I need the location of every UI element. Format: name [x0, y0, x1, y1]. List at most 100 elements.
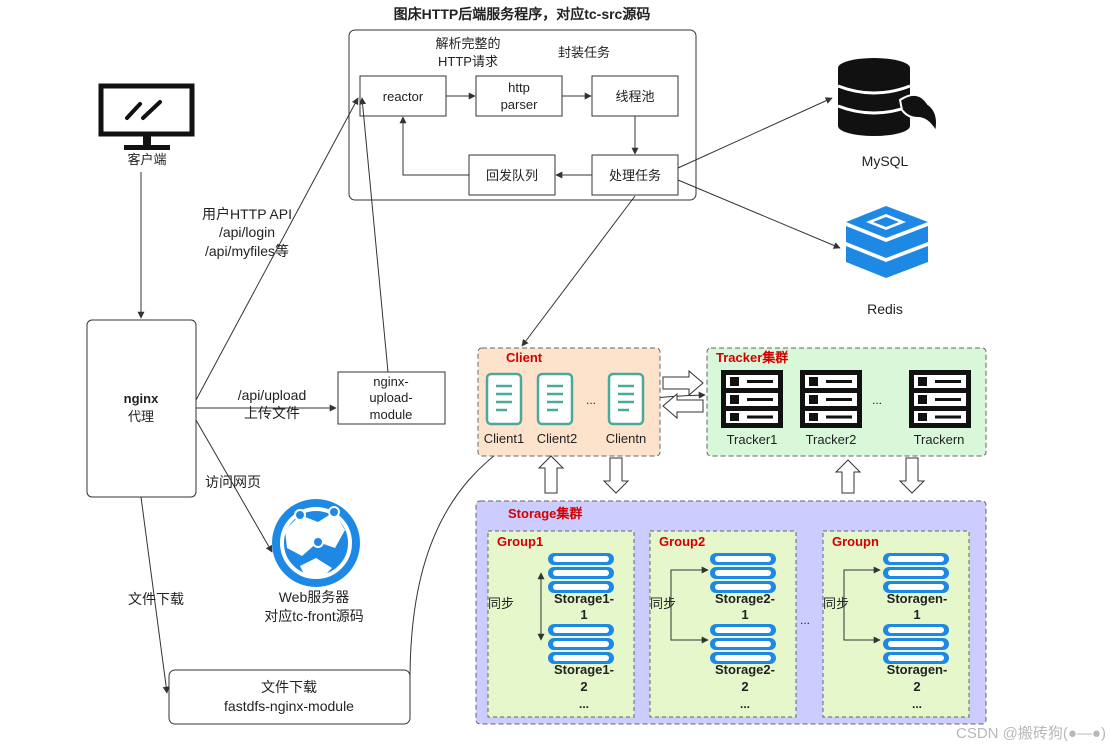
upload-label-line1: /api/upload — [238, 387, 307, 403]
arrow-reply-to-reactor — [399, 116, 469, 176]
arrow-nginx-to-web — [195, 419, 273, 553]
groupn-title: Groupn — [832, 534, 879, 549]
api-label-line2: /api/login — [219, 224, 275, 240]
storage1-1-db-icon — [548, 553, 614, 593]
upload-label-line2: 上传文件 — [244, 405, 300, 421]
download-box-line1: 文件下载 — [261, 679, 317, 695]
tracker1-label: Tracker1 — [727, 432, 778, 447]
arrow-tracker-to-storage — [898, 457, 926, 494]
group1-sync-label: 同步 — [488, 596, 514, 611]
api-label-line3: /api/myfiles等 — [205, 243, 289, 259]
clientn-server-icon — [607, 372, 645, 426]
upload-module-line3: module — [370, 407, 413, 422]
api-label-line1: 用户HTTP API — [202, 206, 292, 222]
arrow-upload-to-reactor — [359, 97, 389, 373]
http-parser-box — [475, 75, 563, 117]
arrow-nginx-to-reactor — [195, 97, 359, 401]
process-task-label: 处理任务 — [609, 168, 661, 183]
redis-label: Redis — [867, 301, 903, 317]
reactor-label: reactor — [383, 89, 424, 104]
storagen-2-db-icon — [883, 624, 949, 664]
group2-sync-label: 同步 — [650, 596, 676, 611]
reactor-box — [359, 75, 447, 117]
csdn-watermark: CSDN @搬砖狗(●—●) — [956, 725, 1106, 742]
group2-sync-bracket — [670, 569, 708, 641]
tracker2-label: Tracker2 — [806, 432, 857, 447]
storage2-1-db-icon — [710, 553, 776, 593]
web-server-label-line1: Web服务器 — [279, 589, 350, 605]
process-task-box — [591, 154, 679, 196]
client-cluster-ellipsis: ... — [586, 393, 596, 407]
storage1-2-label-a: Storage1- — [554, 662, 614, 677]
storage2-1-label-b: 1 — [741, 607, 748, 622]
storage2-2-label-a: Storage2- — [715, 662, 775, 677]
arrow-storage-to-tracker — [834, 459, 862, 494]
storage1-2-label-b: 2 — [580, 679, 587, 694]
group1-more: ... — [579, 697, 589, 711]
trackern-server-icon — [907, 368, 973, 430]
parse-label-line1: 解析完整的 — [435, 36, 500, 51]
arrow-storage-to-client — [537, 455, 565, 494]
client2-server-icon — [536, 372, 574, 426]
storage2-2-db-icon — [710, 624, 776, 664]
storagen-1-db-icon — [883, 553, 949, 593]
client-terminal-label: 客户端 — [127, 152, 166, 167]
client1-server-icon — [485, 372, 523, 426]
tracker2-server-icon — [798, 368, 864, 430]
upload-module-line2: upload- — [369, 390, 412, 405]
groupn-more: ... — [912, 697, 922, 711]
monitor-icon — [98, 83, 195, 150]
arrow-client-to-tracker — [662, 369, 704, 397]
storage2-1-label-a: Storage2- — [715, 591, 775, 606]
http-parser-label-line2: parser — [501, 97, 539, 112]
web-server-label-line2: 对应tc-front源码 — [264, 608, 364, 624]
arrow-client-to-storage — [602, 457, 630, 494]
client-cluster-title: Client — [506, 350, 543, 365]
group2-title: Group2 — [659, 534, 705, 549]
reply-queue-box — [468, 154, 556, 196]
nginx-name: nginx — [124, 391, 159, 406]
clientn-label: Clientn — [606, 431, 646, 446]
tracker1-server-icon — [719, 368, 785, 430]
group1-title: Group1 — [497, 534, 543, 549]
upload-module-line1: nginx- — [373, 374, 408, 389]
upload-module-box — [337, 371, 446, 425]
storage2-2-label-b: 2 — [741, 679, 748, 694]
parse-label-line2: HTTP请求 — [438, 54, 498, 69]
encapsulate-label: 封装任务 — [558, 45, 610, 60]
storage-groups-ellipsis: ... — [800, 613, 810, 627]
trackern-label: Trackern — [914, 432, 965, 447]
web-server-globe-icon — [272, 499, 360, 587]
tracker-cluster-ellipsis: ... — [872, 393, 882, 407]
thread-pool-label: 线程池 — [615, 89, 654, 104]
arrow-nginx-to-download — [140, 496, 170, 694]
client2-label: Client2 — [537, 431, 577, 446]
arrow-process-to-redis — [677, 179, 841, 249]
nginx-role: 代理 — [128, 409, 154, 424]
mysql-database-icon — [837, 58, 938, 136]
download-module-box — [168, 669, 411, 725]
download-edge-label: 文件下载 — [128, 591, 184, 607]
storagen-2-label-b: 2 — [913, 679, 920, 694]
visit-web-label: 访问网页 — [205, 474, 261, 490]
groupn-sync-label: 同步 — [823, 596, 849, 611]
thread-pool-box — [591, 75, 679, 117]
http-parser-label-line1: http — [508, 80, 530, 95]
storagen-1-label-b: 1 — [913, 607, 920, 622]
storage1-2-db-icon — [548, 624, 614, 664]
client1-label: Client1 — [484, 431, 524, 446]
group2-more: ... — [740, 697, 750, 711]
storage-cluster-title: Storage集群 — [508, 506, 582, 521]
mysql-label: MySQL — [862, 153, 909, 169]
arrow-tracker-to-client — [662, 392, 704, 420]
arrow-process-to-client-cluster — [521, 195, 636, 347]
storage1-1-label-b: 1 — [580, 607, 587, 622]
download-box-line2: fastdfs-nginx-module — [224, 698, 354, 714]
tracker-cluster-title: Tracker集群 — [716, 350, 788, 365]
storage1-1-label-a: Storage1- — [554, 591, 614, 606]
backend-title: 图床HTTP后端服务程序，对应tc-src源码 — [394, 6, 651, 22]
reply-queue-label: 回发队列 — [486, 168, 538, 183]
arrow-process-to-mysql — [677, 97, 833, 169]
storagen-2-label-a: Storagen- — [887, 662, 948, 677]
